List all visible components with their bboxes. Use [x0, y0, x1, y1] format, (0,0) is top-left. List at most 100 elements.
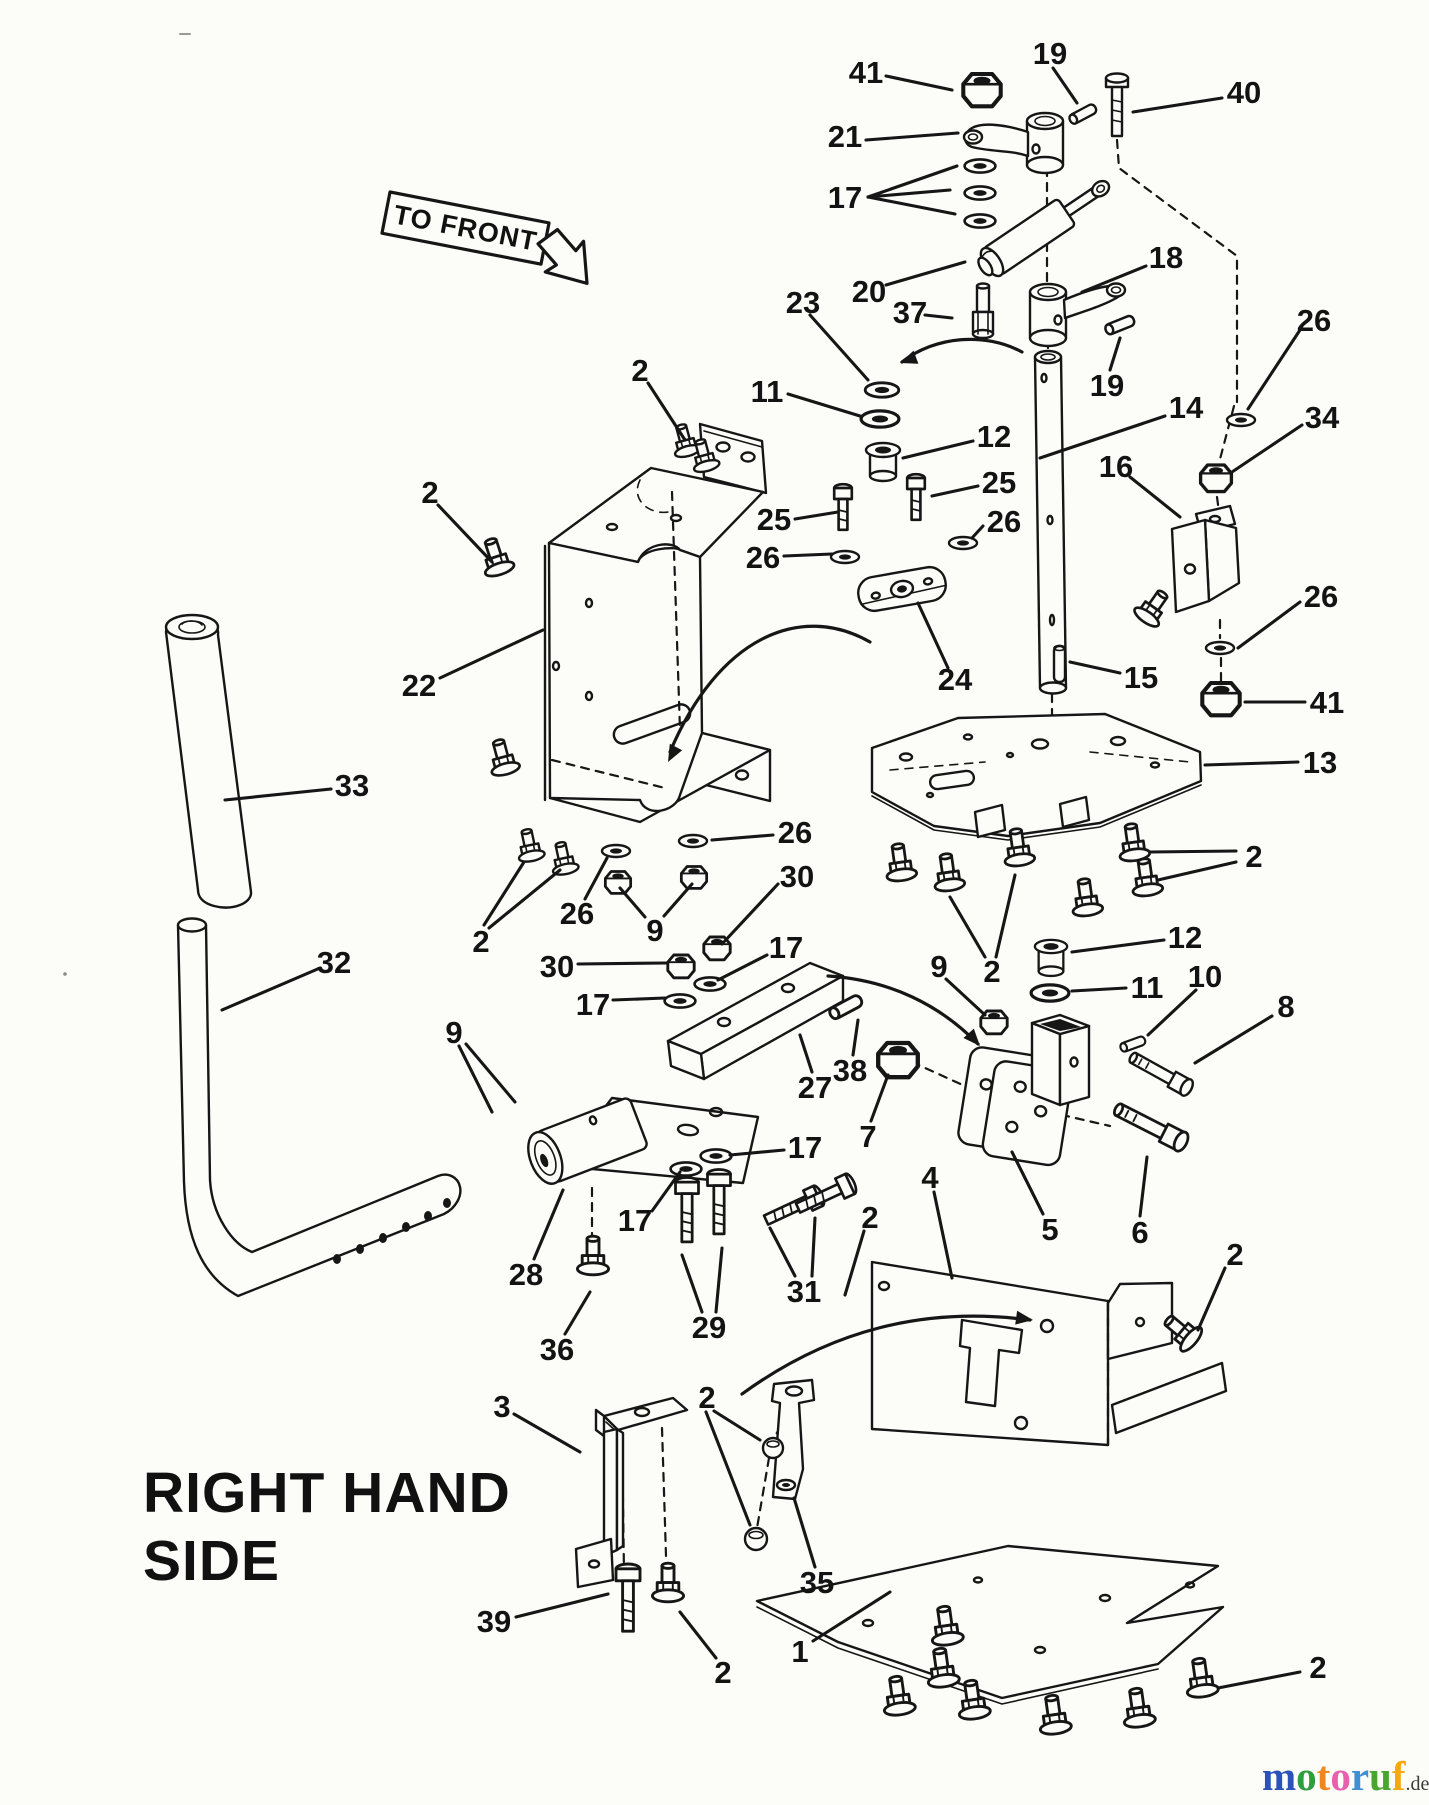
callout-leader-37	[923, 313, 954, 320]
callout-leader-2	[646, 381, 687, 442]
callout-2: 2	[421, 475, 438, 510]
callout-4: 4	[921, 1160, 939, 1195]
callout-26: 26	[1297, 303, 1331, 338]
motoruf-letter: u	[1369, 1753, 1392, 1799]
part-35-strap	[770, 1378, 816, 1501]
callout-leader-41	[884, 74, 954, 92]
part-2-bolt-13b	[929, 850, 967, 895]
part-24-plate	[857, 565, 947, 613]
callout-15: 15	[1124, 660, 1158, 695]
part-8-bolt	[1125, 1047, 1197, 1099]
callout-leader-2	[436, 503, 494, 564]
part-2-bolt-13e	[1114, 820, 1152, 865]
part-14-shaft	[1033, 349, 1068, 695]
callout-leader-2	[487, 868, 562, 930]
callout-leader-26	[583, 856, 609, 901]
callout-leader-2	[704, 1410, 752, 1527]
callout-leader-9	[464, 1042, 517, 1104]
right-hand-side-label-line1: RIGHT HAND	[143, 1461, 511, 1525]
to-front-arrow-icon	[536, 227, 589, 285]
part-33-grip-tube	[164, 613, 253, 909]
callout-leader-38	[851, 1018, 860, 1057]
callout-2: 2	[1245, 839, 1262, 874]
callout-leader-9	[457, 1044, 494, 1114]
right-hand-side-label-line2: SIDE	[143, 1529, 280, 1593]
callout-1: 1	[791, 1634, 808, 1669]
part-26-washer-a	[829, 549, 861, 565]
part-31-bolt-b	[792, 1170, 860, 1220]
callout-leader-13	[1203, 760, 1300, 767]
part-23-washer	[863, 381, 901, 399]
part-9-nut-a	[603, 870, 633, 895]
part-15-pin	[1052, 644, 1067, 684]
callout-8: 8	[1277, 989, 1294, 1024]
part-31-bolt-a	[760, 1182, 828, 1232]
callout-leader-6	[1138, 1155, 1149, 1218]
part-11-washer-lower	[1029, 983, 1071, 1003]
callout-10: 10	[1188, 959, 1222, 994]
callout-leader-33	[223, 787, 333, 802]
callout-25: 25	[982, 465, 1016, 500]
callout-9: 9	[445, 1015, 462, 1050]
part-25-bolt-right	[905, 472, 927, 522]
part-2-bolt-base-g	[1181, 1654, 1221, 1701]
callout-leader-20	[884, 260, 967, 287]
callout-17: 17	[788, 1130, 822, 1165]
callout-41: 41	[849, 55, 883, 90]
callout-2: 2	[1309, 1650, 1326, 1685]
part-2-bolt-13d	[1067, 875, 1105, 920]
callout-leader-12	[1070, 938, 1166, 954]
callout-5: 5	[1041, 1212, 1058, 1247]
part-17-washer-c	[669, 1161, 703, 1177]
callout-2: 2	[714, 1655, 731, 1690]
callout-leader-22	[438, 628, 545, 680]
callout-21: 21	[828, 119, 862, 154]
callout-17: 17	[769, 930, 803, 965]
callout-leader-7	[869, 1073, 890, 1123]
part-2-bolt-13f	[1127, 855, 1165, 900]
callout-leader-2	[994, 873, 1017, 959]
part-22-bracket	[543, 422, 772, 824]
callout-25: 25	[757, 502, 791, 537]
callout-leader-21	[864, 131, 960, 142]
callout-leader-17	[866, 195, 957, 216]
callout-17: 17	[576, 987, 610, 1022]
motoruf-letter: f	[1391, 1753, 1406, 1799]
callout-leader-25	[930, 484, 980, 498]
callout-leader-26	[970, 524, 985, 540]
callout-leader-29	[714, 1246, 724, 1314]
callout-leader-18	[1080, 264, 1148, 294]
part-17-washer-b	[663, 993, 697, 1009]
callout-2: 2	[472, 924, 489, 959]
callout-3: 3	[493, 1389, 510, 1424]
part-9-nut-b	[679, 865, 709, 890]
callout-leader-11	[1070, 986, 1128, 993]
part-2-spacer-b	[743, 1526, 769, 1552]
callout-leader-32	[220, 966, 322, 1012]
part-20-damper	[977, 179, 1111, 278]
callout-32: 32	[317, 945, 351, 980]
callout-leader-2	[1216, 1670, 1302, 1690]
part-29-bolt-b	[706, 1168, 732, 1236]
callout-leader-17	[611, 996, 667, 1002]
callout-19: 19	[1090, 368, 1124, 403]
callout-7: 7	[859, 1119, 876, 1154]
callout-17: 17	[618, 1203, 652, 1238]
callout-2: 2	[983, 954, 1000, 989]
callout-2: 2	[861, 1200, 878, 1235]
part-2-bolt-left	[474, 533, 518, 581]
part-2-bolt-bracket3	[650, 1561, 686, 1604]
callout-2: 2	[1226, 1237, 1243, 1272]
part-40-bolt	[1104, 72, 1130, 138]
motoruf-letter: t	[1316, 1753, 1331, 1799]
part-6-bolt	[1109, 1097, 1193, 1155]
part-21-steering-arm	[962, 111, 1065, 175]
callout-30: 30	[780, 859, 814, 894]
callout-23: 23	[786, 285, 820, 320]
part-2-bolt-lower-left	[482, 735, 523, 780]
callout-19: 19	[1033, 36, 1067, 71]
callout-34: 34	[1305, 400, 1340, 435]
callout-leader-5	[1010, 1150, 1045, 1216]
callout-leader-30	[720, 882, 780, 946]
